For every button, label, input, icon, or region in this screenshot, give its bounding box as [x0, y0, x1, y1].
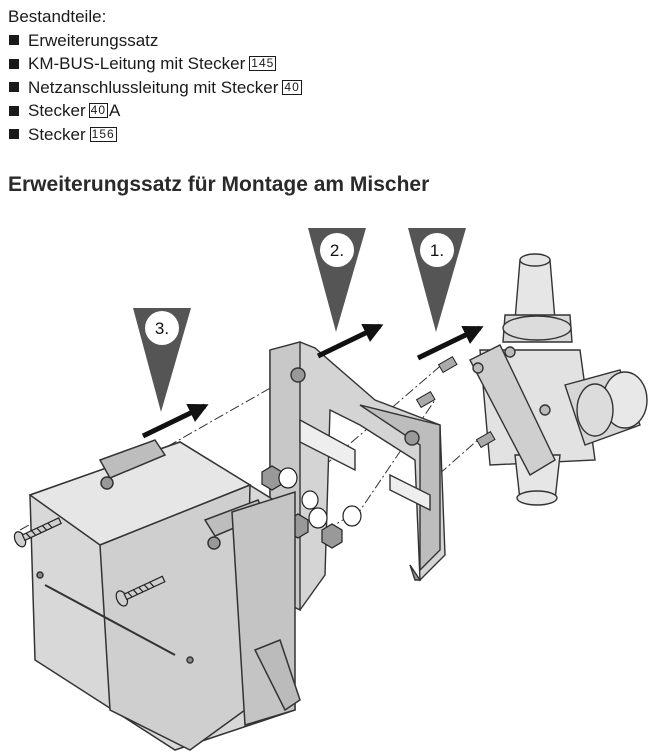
mounting-screws [13, 517, 166, 607]
list-item: Erweiterungssatz [8, 29, 302, 53]
step-marker-2: 2. [308, 228, 366, 332]
item-text: Stecker [28, 124, 86, 144]
bullet-square-icon [9, 105, 19, 116]
bullet-square-icon [9, 129, 19, 140]
module-housing [28, 439, 301, 751]
standoff-bolts [415, 355, 496, 449]
step-marker-1: 1. [408, 228, 466, 332]
reference-box: 40 [88, 103, 108, 119]
reference-box: 156 [89, 126, 117, 142]
item-text: KM-BUS-Leitung mit Stecker [28, 54, 246, 73]
list-item: Stecker 40 A [8, 99, 302, 123]
step-label-1: 1. [430, 241, 444, 260]
list-item: Stecker 156 [8, 123, 302, 147]
components-heading: Bestandteile: [8, 7, 107, 26]
item-text: Stecker [28, 101, 86, 120]
list-item: Netzanschlussleitung mit Stecker 40 [8, 76, 302, 100]
mixer-valve [469, 253, 648, 506]
assembly-illustration: 1. 2. 3. [13, 228, 648, 751]
item-text: Erweiterungssatz [28, 30, 159, 50]
bullet-square-icon [9, 35, 19, 46]
item-text: Netzanschlussleitung mit Stecker [28, 77, 279, 97]
reference-box: 40 [282, 79, 302, 95]
bullet-square-icon [9, 82, 19, 93]
step-label-3: 3. [155, 319, 169, 338]
step-label-2: 2. [330, 241, 344, 260]
components-list: Erweiterungssatz KM-BUS-Leitung mit Stec… [8, 29, 302, 147]
reference-suffix: A [109, 101, 121, 120]
list-item: KM-BUS-Leitung mit Stecker 145 [8, 52, 302, 76]
step-marker-3: 3. [133, 308, 191, 412]
reference-box: 145 [249, 56, 277, 72]
direction-arrows [141, 323, 484, 439]
section-title: Erweiterungssatz für Montage am Mischer [8, 173, 430, 196]
bullet-square-icon [9, 58, 19, 69]
components-list-block: Bestandteile: Erweiterungssatz KM-BUS-Le… [8, 5, 302, 146]
